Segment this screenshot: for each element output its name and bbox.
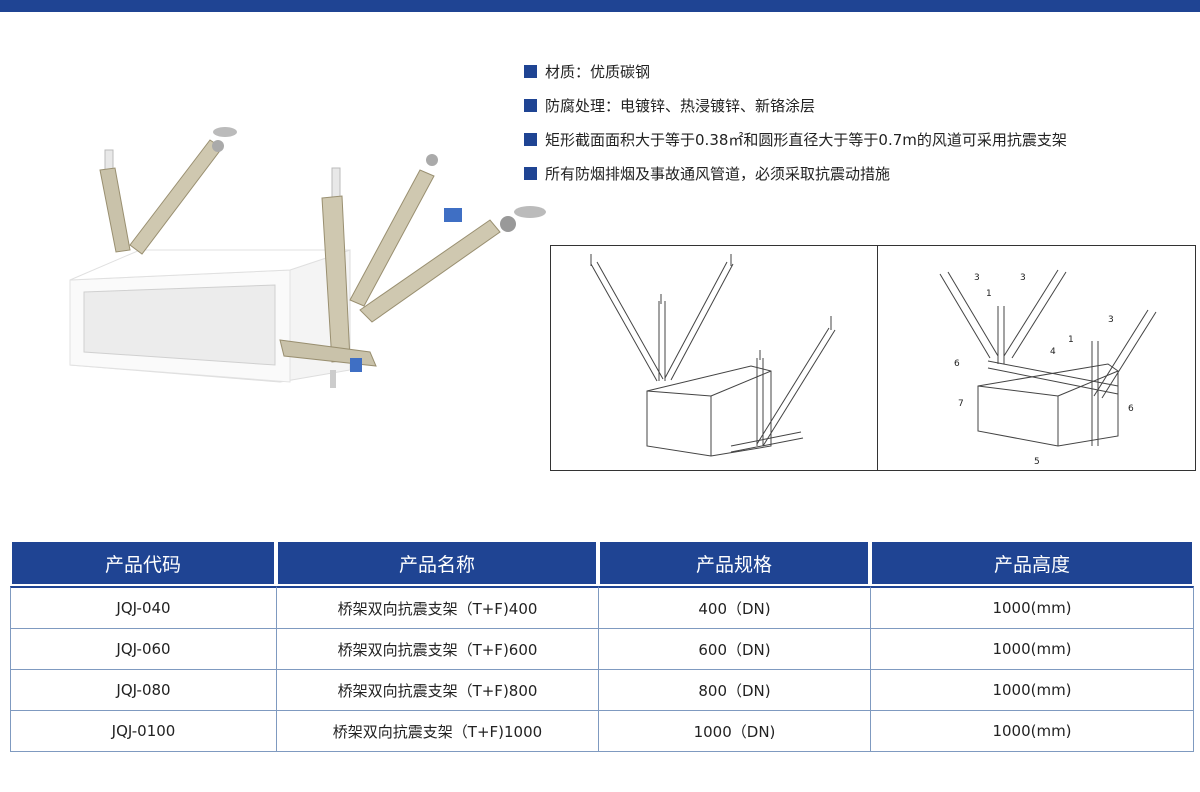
diagram-label: 4	[1050, 347, 1056, 357]
table-cell-code: JQJ-0100	[10, 711, 276, 752]
table-cell-spec: 1000（DN)	[598, 711, 870, 752]
diagram-label: 1	[1068, 335, 1074, 345]
diagram-label: 6	[1128, 404, 1134, 414]
table-row: JQJ-0100 桥架双向抗震支架（T+F)1000 1000（DN) 1000…	[10, 711, 1194, 752]
table-cell-code: JQJ-080	[10, 670, 276, 711]
product-spec-table: 产品代码 产品名称 产品规格 产品高度 JQJ-040 桥架双向抗震支架（T+F…	[10, 540, 1194, 752]
bullet-square-icon	[524, 132, 537, 146]
table-cell-name: 桥架双向抗震支架（T+F)1000	[276, 711, 598, 752]
bullet-square-icon	[524, 98, 537, 112]
table-header-row: 产品代码 产品名称 产品规格 产品高度	[10, 540, 1194, 586]
table-row: JQJ-080 桥架双向抗震支架（T+F)800 800（DN) 1000(mm…	[10, 670, 1194, 711]
table-cell-spec: 400（DN)	[598, 586, 870, 629]
table-cell-code: JQJ-060	[10, 629, 276, 670]
diagram-label: 5	[1034, 457, 1040, 467]
feature-item: 矩形截面面积大于等于0.38㎡和圆形直径大于等于0.7m的风道可采用抗震支架	[524, 122, 1184, 156]
column-header: 产品名称	[276, 540, 598, 586]
column-header: 产品规格	[598, 540, 870, 586]
bullet-square-icon	[524, 64, 537, 78]
table-row: JQJ-060 桥架双向抗震支架（T+F)600 600（DN) 1000(mm…	[10, 629, 1194, 670]
diagram-divider	[877, 246, 878, 470]
diagram-label: 3	[1108, 315, 1114, 325]
column-header: 产品代码	[10, 540, 276, 586]
technical-diagrams: 3 3 1 4 1 3 6 7 6 5	[550, 245, 1196, 471]
table-cell-spec: 800（DN)	[598, 670, 870, 711]
table-cell-height: 1000(mm)	[870, 670, 1194, 711]
diagram-label: 1	[986, 289, 992, 299]
feature-list: 材质：优质碳钢 防腐处理：电镀锌、热浸镀锌、新铬涂层 矩形截面面积大于等于0.3…	[524, 54, 1184, 190]
table-cell-code: JQJ-040	[10, 586, 276, 629]
table-cell-name: 桥架双向抗震支架（T+F)600	[276, 629, 598, 670]
feature-item: 所有防烟排烟及事故通风管道，必须采取抗震动措施	[524, 156, 1184, 190]
feature-item: 材质：优质碳钢	[524, 54, 1184, 88]
diagram-label: 6	[954, 359, 960, 369]
table-cell-height: 1000(mm)	[870, 711, 1194, 752]
feature-item: 防腐处理：电镀锌、热浸镀锌、新铬涂层	[524, 88, 1184, 122]
top-banner-bar	[0, 0, 1200, 12]
table-cell-height: 1000(mm)	[870, 629, 1194, 670]
diagram-label: 3	[1020, 273, 1026, 283]
table-cell-name: 桥架双向抗震支架（T+F)800	[276, 670, 598, 711]
table-cell-spec: 600（DN)	[598, 629, 870, 670]
table-cell-height: 1000(mm)	[870, 586, 1194, 629]
line-diagram-left	[590, 254, 836, 457]
diagram-label: 7	[958, 399, 964, 409]
diagram-label: 3	[974, 273, 980, 283]
bullet-square-icon	[524, 166, 537, 180]
column-header: 产品高度	[870, 540, 1194, 586]
product-3d-render	[69, 127, 546, 388]
line-diagram-right: 3 3 1 4 1 3 6 7 6 5	[939, 269, 1157, 467]
table-cell-name: 桥架双向抗震支架（T+F)400	[276, 586, 598, 629]
table-row: JQJ-040 桥架双向抗震支架（T+F)400 400（DN) 1000(mm…	[10, 586, 1194, 629]
